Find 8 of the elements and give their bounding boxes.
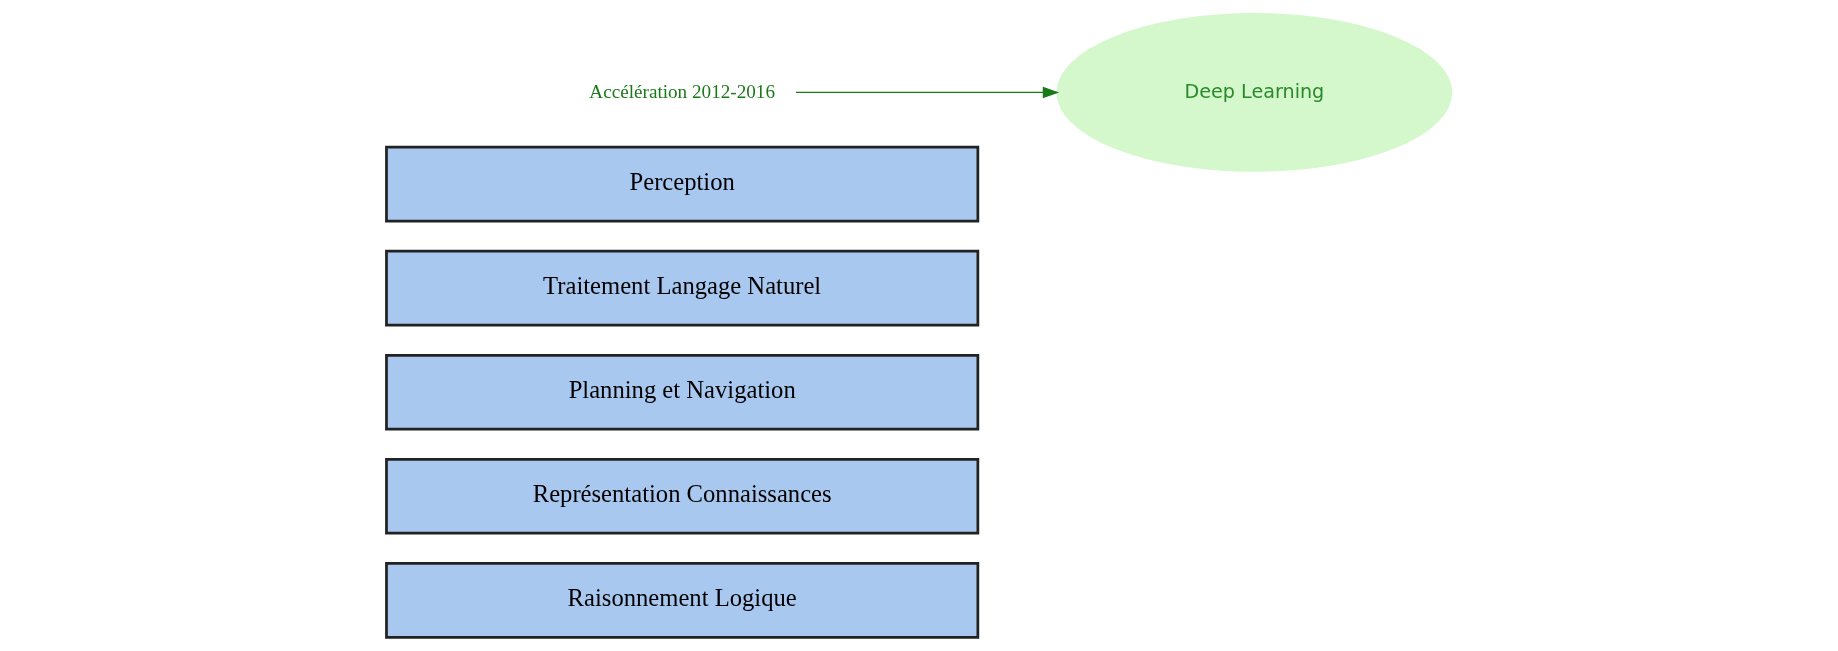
- arrow: [795, 86, 1060, 99]
- node-box: Planning et Navigation: [385, 353, 980, 431]
- node-box: Perception: [385, 145, 980, 223]
- node-ellipse: Deep Learning: [1056, 13, 1453, 172]
- node-box: Représentation Connaissances: [385, 457, 980, 535]
- node-box: Traitement Langage Naturel: [385, 249, 980, 327]
- node-text: Accélération 2012-2016: [589, 80, 775, 102]
- node-box: Raisonnement Logique: [385, 562, 980, 639]
